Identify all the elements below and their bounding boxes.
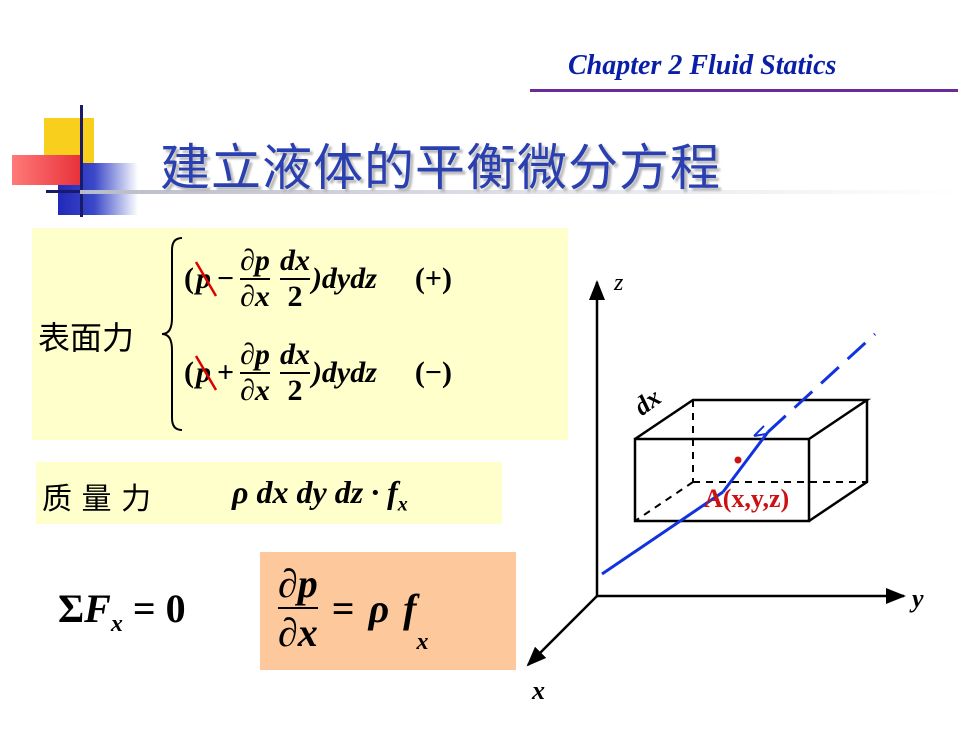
result-panel — [260, 552, 516, 670]
slide-title: 建立液体的平衡微分方程 — [160, 139, 721, 197]
header-underline — [530, 89, 958, 92]
y-axis-label: y — [912, 584, 924, 613]
curly-brace — [161, 237, 183, 431]
z-axis-label: z — [614, 270, 624, 296]
deco-red-square — [12, 155, 80, 185]
deco-vertical-line — [80, 105, 83, 217]
title-rule — [80, 190, 960, 194]
mass-force-panel — [36, 462, 502, 524]
surface-force-panel — [32, 228, 568, 440]
strike-mark — [194, 261, 218, 297]
point-a-label: A(x,y,z) — [704, 484, 790, 513]
x-axis-label: x — [532, 676, 545, 705]
chapter-header: Chapter 2 Fluid Statics — [568, 50, 837, 81]
equilibrium-condition: ΣFx = 0 — [58, 586, 186, 637]
strike-mark — [194, 355, 218, 391]
fluid-element-box — [633, 398, 872, 523]
coordinate-diagram — [526, 280, 906, 667]
point-a-marker — [734, 456, 742, 464]
surface-force-label: 表面力 — [38, 319, 135, 357]
mass-force-expression: ρ dx dy dz · fx — [232, 474, 408, 516]
x-axis — [526, 595, 598, 667]
mass-force-label: 质 量 力 — [42, 482, 152, 517]
